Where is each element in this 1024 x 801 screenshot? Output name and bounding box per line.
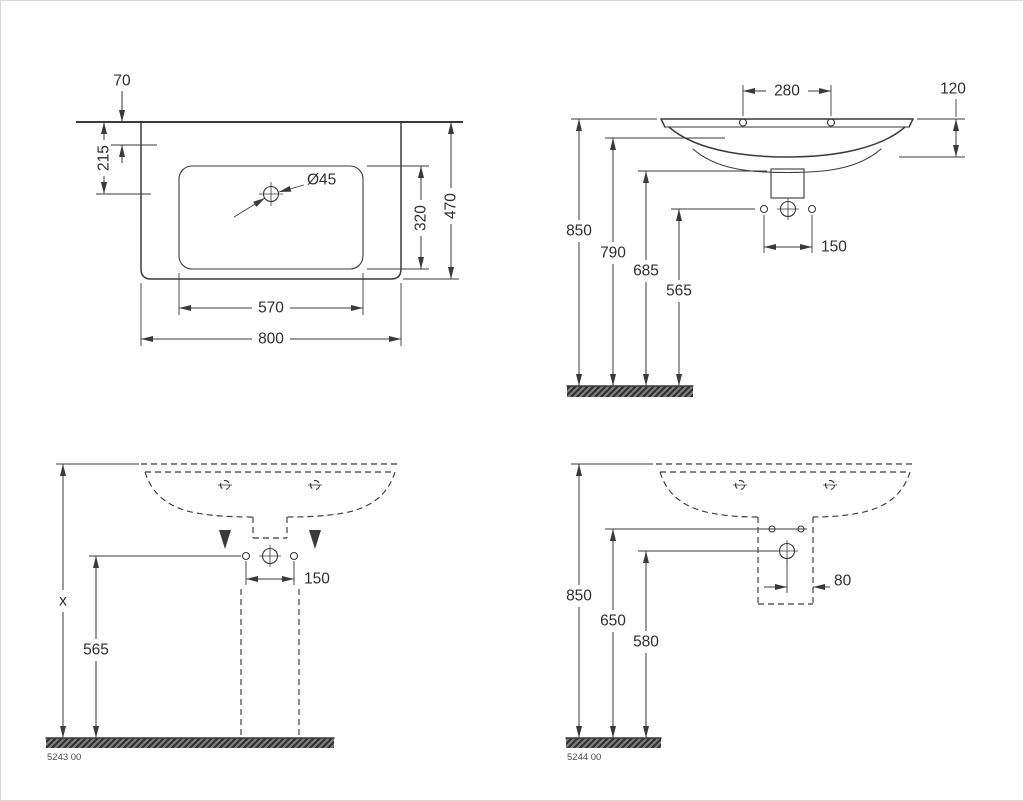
dim-label-overall-depth: 470 [443,193,460,219]
fixing-hole-left [241,551,251,561]
dim-label-overall-width: 800 [258,331,284,348]
dim-label-bowl-width: 570 [258,300,284,317]
dim-label-tap-hole-spacing: 280 [774,83,800,100]
floor-siphon: 5244 00 [565,737,662,763]
dim-label-drain-height: 565 [666,283,692,300]
basin-outer-edge [140,121,402,280]
siphon-fittings [768,525,805,562]
dimension-drain-height: 565 [83,555,241,738]
siphon-variant-view: 850 650 580 80 5244 00 [565,463,914,763]
trap-housing [770,168,805,199]
pedestal-basin-hidden-outline [141,463,399,738]
dim-label-bowl-depth: 320 [413,205,430,231]
dim-label-drain-height: 565 [83,642,109,659]
dim-label-underside-height: 650 [600,613,626,630]
pedestal-fittings [241,545,299,567]
dim-label-fixing-spacing: 150 [821,239,847,256]
dim-label-wall-offset: 70 [113,73,131,90]
floor-front [566,385,694,397]
floor-hatch [566,738,661,748]
dim-label-fixing-spacing: 150 [304,571,330,588]
dimension-fixing-spacing: 150 [245,561,330,588]
bowl-inner-edge [178,165,364,270]
bowl-underside-curve [692,148,882,174]
dimension-underside-height: 650 [600,528,807,738]
dim-label-rim-height: 850 [566,223,592,240]
dimension-drain-offset: 80 [764,559,852,593]
dimension-tap-diameter: Ø45 [233,172,336,218]
fixing-hole-right [289,551,299,561]
floor-pedestal: 5243 00 [45,737,335,763]
pedestal-variant-view: x 565 150 5243 00 [45,463,399,763]
floor-hatch [567,386,693,397]
fixing-hole-left [759,204,769,214]
dim-label-drain-offset: 80 [834,573,852,590]
dim-label-tap-setback: 215 [96,145,113,171]
dimension-drain-height: 565 [666,208,755,386]
plan-view: 70 215 Ø45 320 470 [76,73,463,348]
fixing-arrow-right-icon [309,530,321,549]
dimension-tap-setback: 215 [96,122,151,195]
dim-label-tap-diameter: Ø45 [307,172,336,189]
dimension-fixing-spacing: 150 [763,215,847,256]
dimension-wall-offset: 70 [111,73,157,163]
dim-label-rim-height: 850 [566,588,592,605]
siphon-basin-hidden-outline [656,463,914,605]
dimension-overall-depth: 470 [403,122,460,280]
dimension-bowl-depth: 320 [367,165,430,270]
dim-label-overall-height: x [59,593,67,610]
dimension-rim-height: 850 [566,463,653,738]
dimension-bowl-width: 570 [178,273,364,317]
dim-label-drain-height: 580 [633,634,659,651]
product-code-pedestal: 5243 00 [47,752,81,763]
front-elevation-view: 280 120 850 790 685 [566,81,966,397]
product-code-siphon: 5244 00 [567,752,601,763]
fixing-point-arrows [219,530,321,549]
plan-basin-outline [76,121,463,280]
dimension-drain-height: 580 [633,550,778,738]
dimension-fixing-height: 790 [600,137,725,386]
front-basin-outline [660,118,914,220]
tap-hole-right [826,118,836,127]
fixing-hole-right [807,204,817,214]
dim-label-rim-thickness: 120 [940,81,966,98]
dim-label-underside-height: 685 [633,263,659,280]
fascia-curve [668,126,906,158]
floor-hatch [46,738,334,748]
dimension-overall-height-x: x [56,463,139,738]
dim-label-fixing-height: 790 [600,245,626,262]
dimension-overall-width: 800 [140,283,402,348]
dimension-rim-thickness: 120 [899,81,966,158]
fixing-arrow-left-icon [219,530,231,549]
dimension-rim-height: 850 [566,118,657,386]
dimension-underside-height: 685 [633,170,767,386]
tap-hole-left [738,118,748,127]
dimension-tap-hole-spacing: 280 [742,83,832,116]
